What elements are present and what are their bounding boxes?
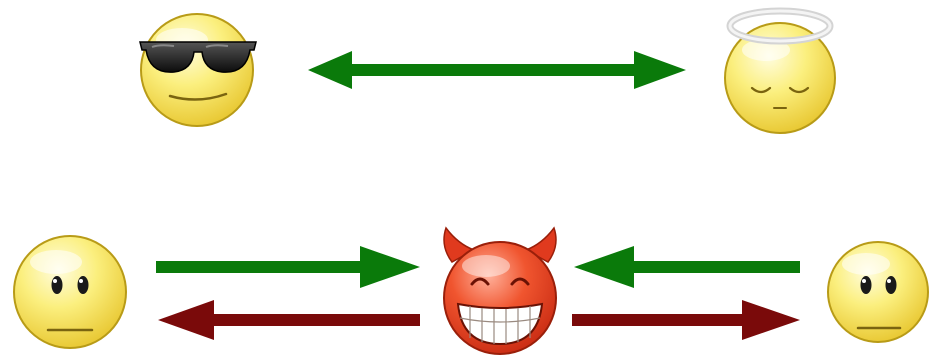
red-arrow-devil-to-right: [572, 300, 800, 340]
angel-halo-face-icon: [724, 7, 836, 134]
red-arrow-devil-to-left: [158, 300, 420, 340]
green-arrow-left-to-devil: [156, 246, 420, 288]
neutral-face-right-icon: [827, 241, 929, 343]
neutral-face-left-icon: [13, 235, 127, 349]
cool-sunglasses-face-icon: [139, 13, 257, 127]
bidirectional-green-arrow: [308, 51, 686, 89]
grinning-devil-face-icon: [443, 226, 557, 355]
green-arrow-right-to-devil: [574, 246, 800, 288]
